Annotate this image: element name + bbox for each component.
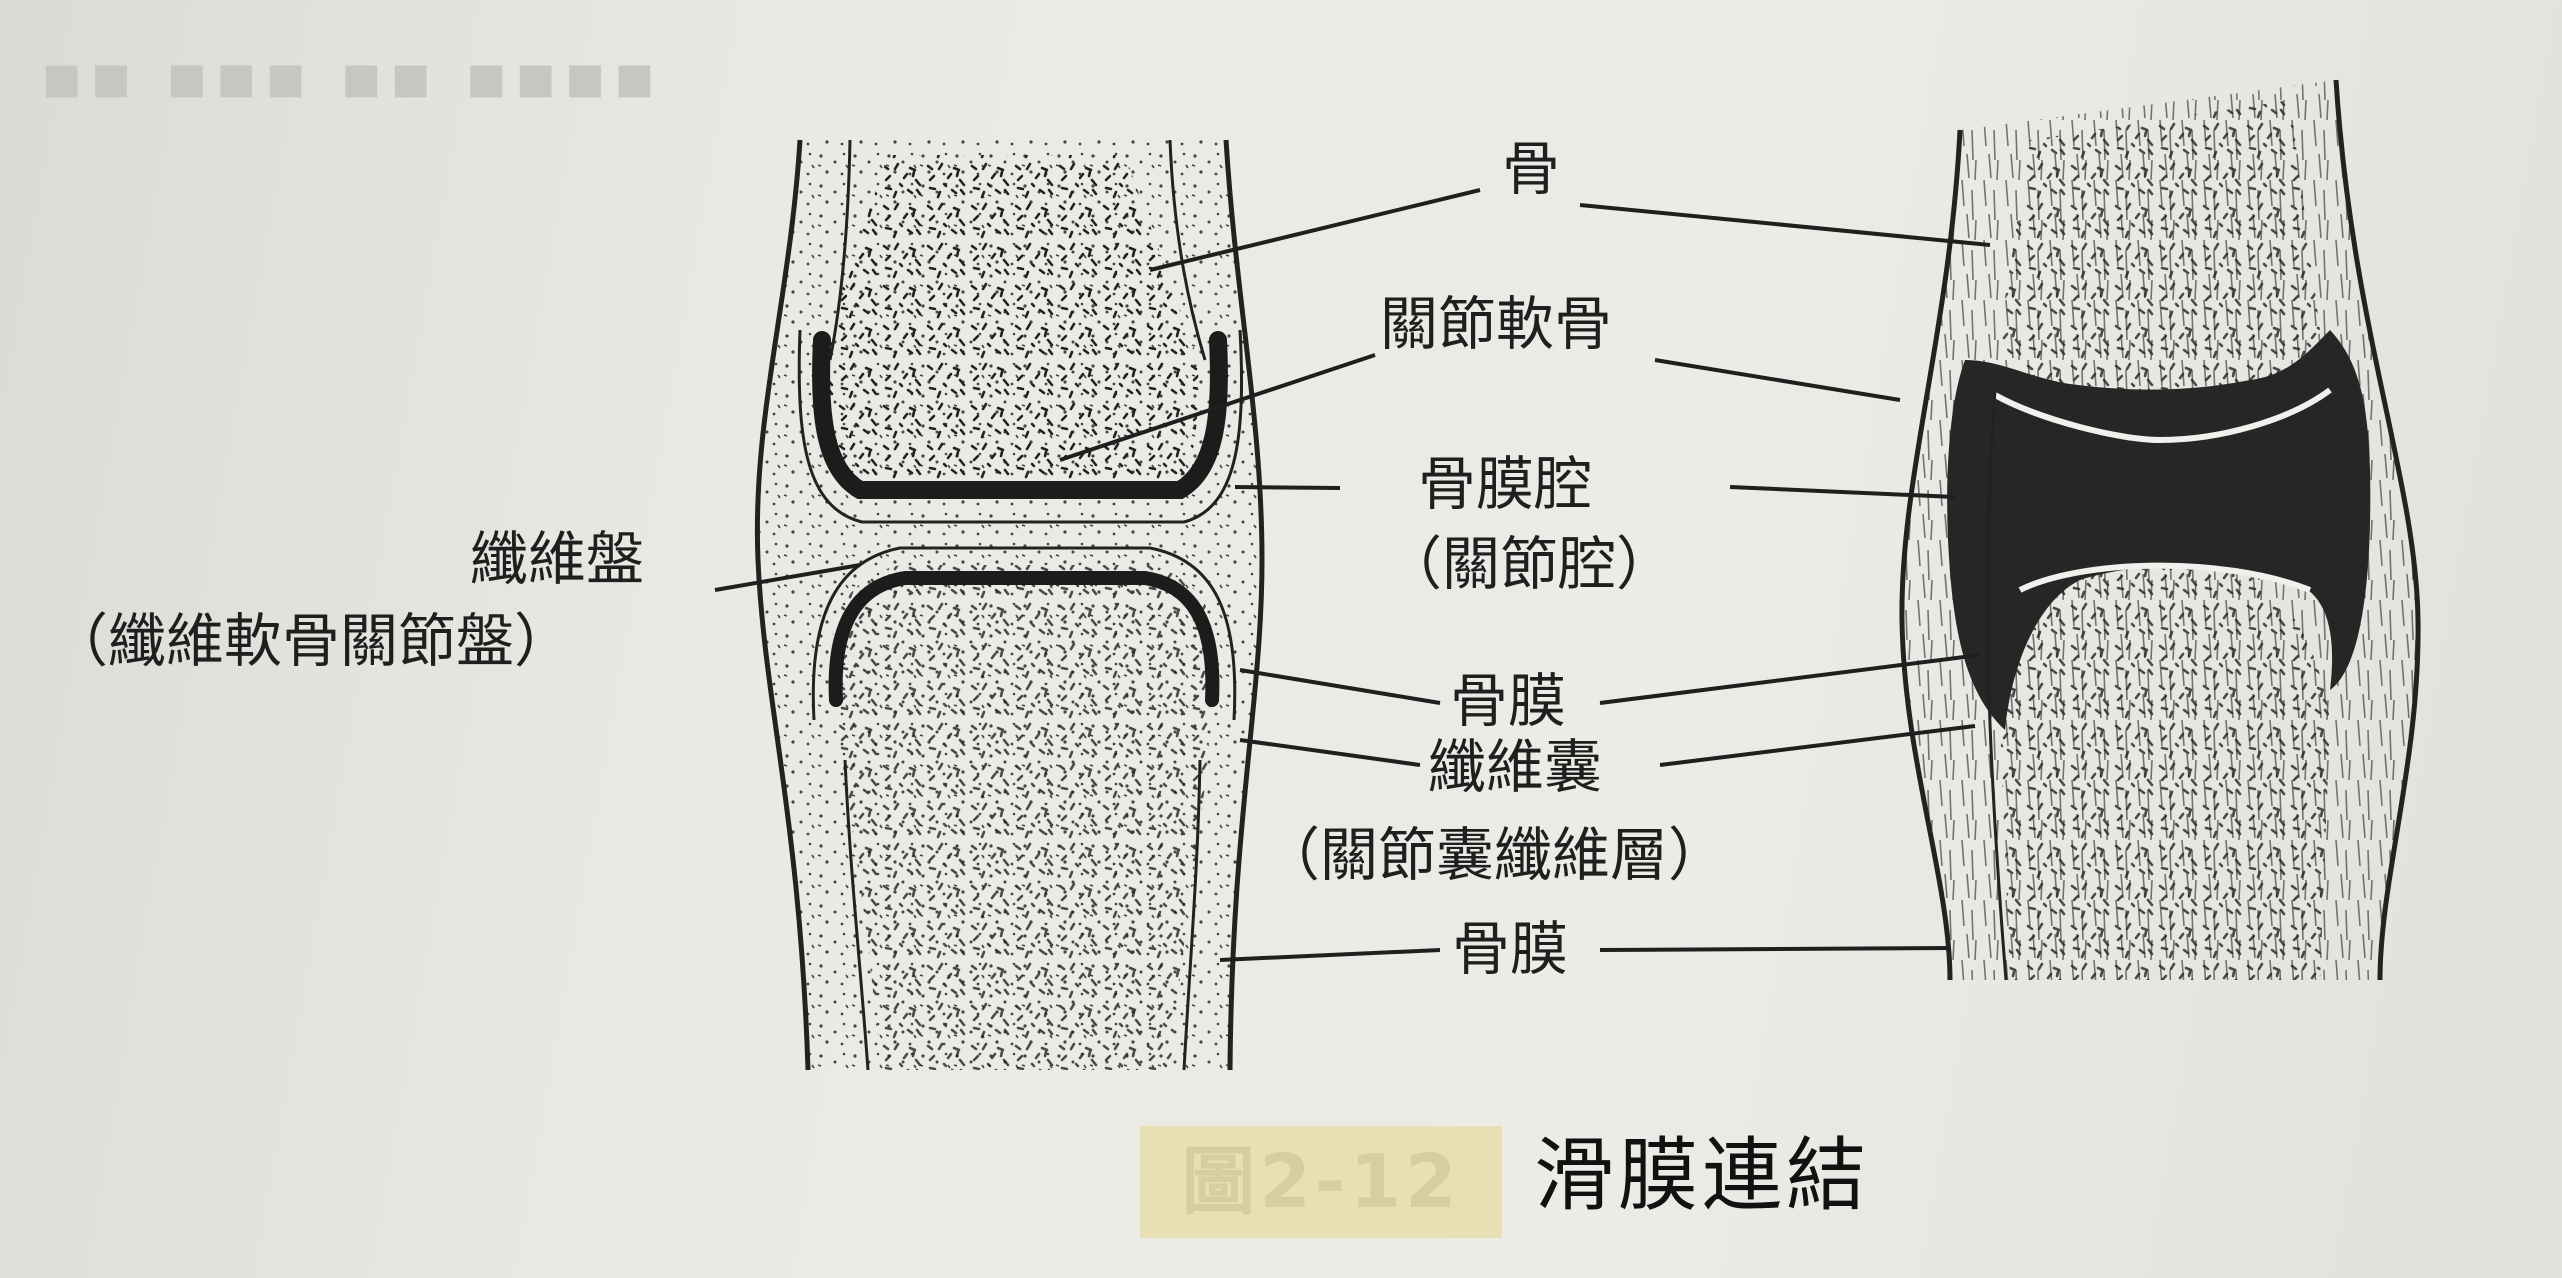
label-bone-membrane-cavity: 骨膜腔 — [1418, 450, 1593, 518]
label-periosteum-lower: 骨膜 — [1452, 915, 1569, 983]
label-fibrous-disc: 纖維盤 — [470, 525, 645, 593]
leader-capsule-left — [1239, 738, 1421, 767]
right-joint-illustration — [1899, 79, 2421, 981]
bleed-through-text: ▪▪ ▪▪▪ ▪▪ ▪▪▪▪ — [40, 40, 663, 114]
label-articular-cartilage: 關節軟骨 — [1380, 290, 1613, 358]
figure-number: 圖2-12 — [1140, 1126, 1502, 1238]
label-joint-cavity: （關節腔） — [1384, 530, 1675, 598]
leader-periosteum-right — [1599, 653, 1981, 705]
figure-caption-title: 滑膜連結 — [1534, 1129, 1870, 1222]
leader-capsule-right — [1659, 724, 1976, 767]
label-periosteum-upper: 骨膜 — [1450, 667, 1567, 735]
leader-disc — [714, 563, 861, 592]
leader-periosteum2-right — [1599, 946, 1951, 952]
leader-cartilage-left — [1059, 353, 1376, 462]
leader-bone-left — [1149, 188, 1481, 272]
label-fibrous-capsule: 纖維囊 — [1428, 733, 1603, 801]
label-bone: 骨 — [1502, 135, 1561, 203]
label-fibrocartilage-disc: （纖維軟骨關節盤） — [50, 607, 573, 675]
leader-bone-right — [1579, 203, 1991, 247]
leader-periosteum2-left — [1219, 948, 1441, 962]
label-capsule-fibrous-layer: （關節囊纖維層） — [1262, 821, 1727, 889]
leader-cartilage-right — [1654, 358, 1901, 402]
left-joint-illustration — [754, 139, 1265, 1071]
leader-cavity-right — [1729, 485, 1956, 499]
leader-lines — [714, 188, 1991, 962]
leader-periosteum-left — [1239, 668, 1441, 705]
leader-cavity-left — [1234, 485, 1341, 490]
